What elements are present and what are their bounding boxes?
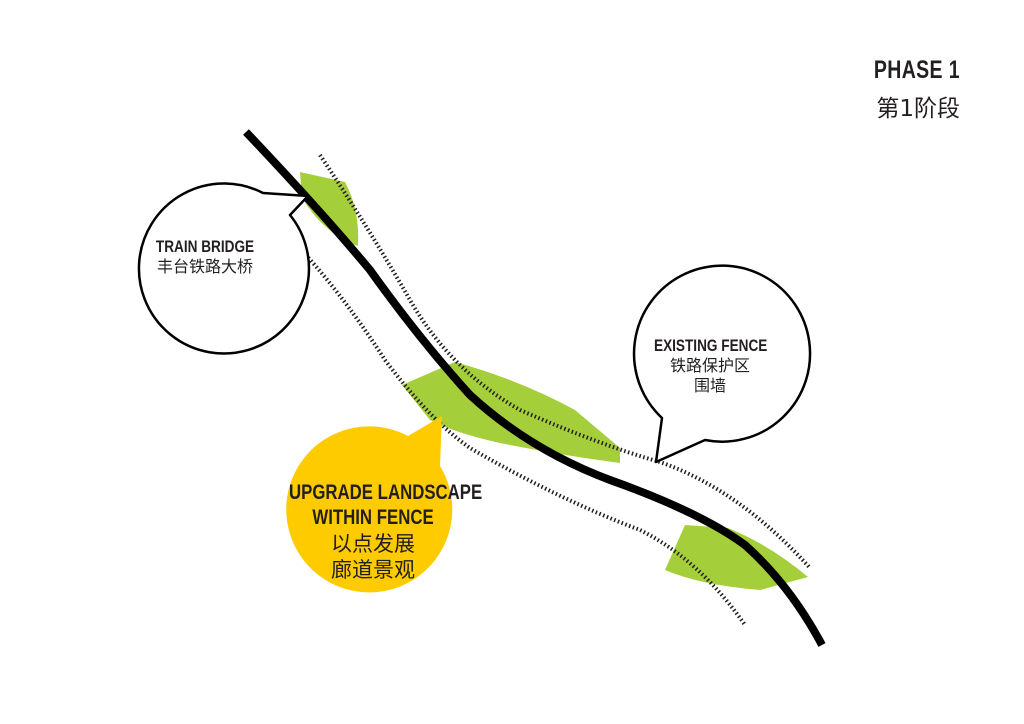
existing-fence-callout-bubble	[632, 264, 812, 464]
existing-fence-line1: 铁路保护区	[669, 356, 750, 376]
train-bridge-callout-bubble	[137, 182, 311, 355]
phase-subtitle: 第1阶段	[876, 96, 960, 122]
upgrade-landscape-line4: 廊道景观	[331, 557, 415, 582]
train-bridge-title: TRAIN BRIDGE	[155, 237, 255, 256]
railway-line	[243, 129, 826, 647]
existing-fence-label: EXISTING FENCE 铁路保护区 围墙	[640, 336, 780, 395]
green-patch-bridge	[300, 172, 359, 246]
existing-fence-upper	[318, 153, 812, 570]
phase-title: PHASE 1	[873, 56, 960, 84]
train-bridge-label: TRAIN BRIDGE 丰台铁路大桥	[135, 237, 275, 277]
existing-fence-line2: 围墙	[693, 375, 726, 395]
upgrade-landscape-line3: 以点发展	[331, 532, 415, 557]
existing-fence-title: EXISTING FENCE	[654, 336, 768, 355]
upgrade-landscape-callout-bubble	[286, 416, 453, 593]
green-patch-center	[402, 362, 620, 463]
upgrade-landscape-line1: UPGRADE LANDSCAPE	[289, 481, 483, 504]
train-bridge-subtitle: 丰台铁路大桥	[156, 257, 253, 277]
phase-heading: PHASE 1 第1阶段	[800, 56, 960, 123]
upgrade-landscape-line2: WITHIN FENCE	[312, 506, 434, 530]
upgrade-landscape-label: UPGRADE LANDSCAPE WITHIN FENCE 以点发展 廊道景观	[268, 480, 483, 583]
